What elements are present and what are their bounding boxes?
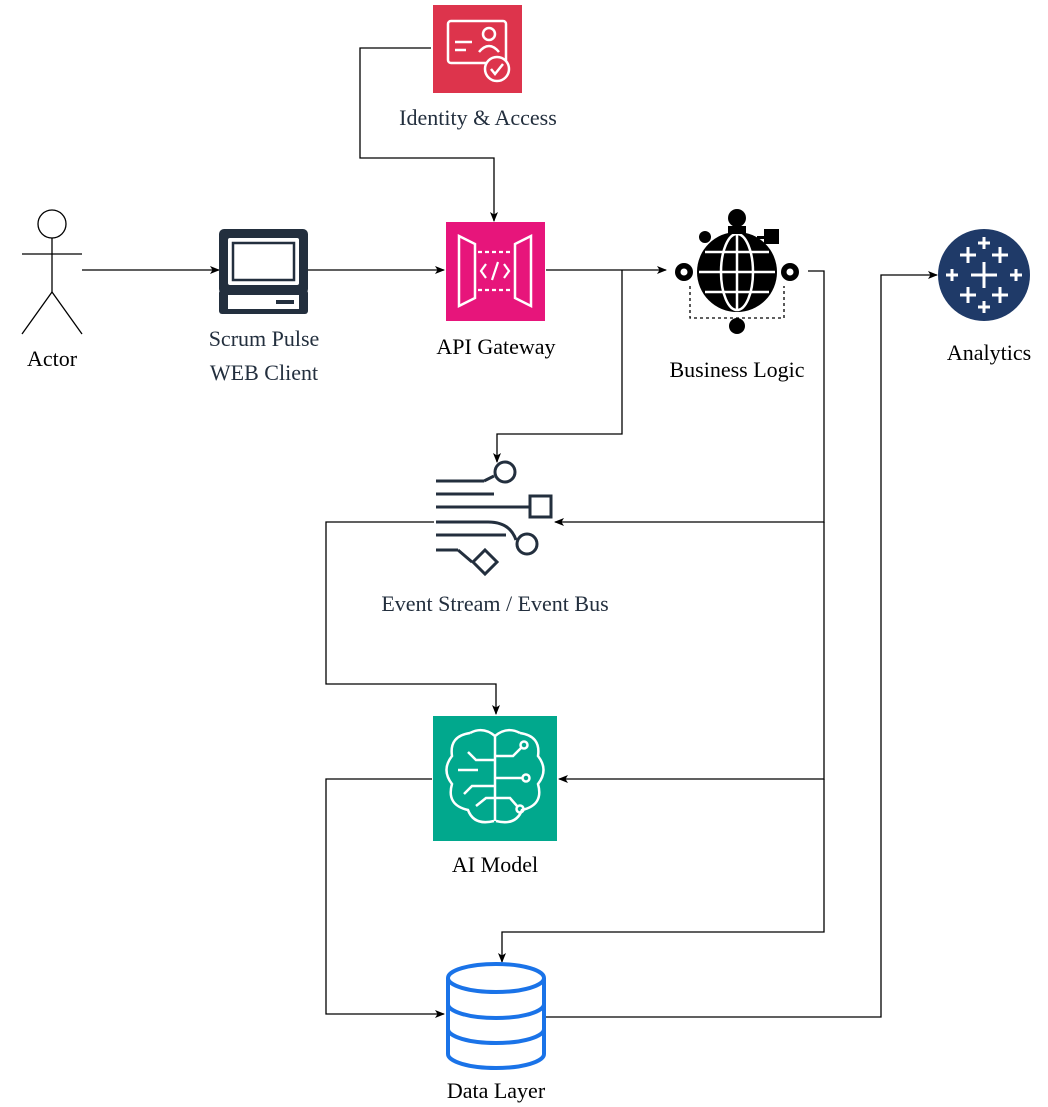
node-web-client[interactable]: Scrum Pulse WEB Client bbox=[209, 229, 320, 385]
node-analytics[interactable]: Analytics bbox=[938, 229, 1031, 365]
edge-event-stream-to-ai-model bbox=[325, 521, 500, 715]
ai-model-label: AI Model bbox=[452, 852, 538, 877]
event-stream-icon bbox=[436, 460, 553, 577]
node-ai-model[interactable]: AI Model bbox=[433, 716, 557, 877]
actor-stick-figure-icon bbox=[21, 209, 83, 335]
globe-network-icon bbox=[675, 209, 799, 334]
web-client-label-line1: Scrum Pulse bbox=[209, 326, 320, 351]
edge-business-logic-to-ai-model bbox=[558, 522, 825, 783]
node-identity[interactable]: Identity & Access bbox=[399, 5, 557, 130]
node-api-gateway[interactable]: API Gateway bbox=[436, 222, 556, 359]
node-business-logic[interactable]: Business Logic bbox=[669, 209, 805, 382]
api-gateway-label: API Gateway bbox=[436, 334, 555, 359]
node-data-layer[interactable]: Data Layer bbox=[446, 962, 546, 1103]
api-gateway-icon bbox=[446, 222, 545, 321]
edge-api-gateway-to-event-stream bbox=[493, 270, 623, 463]
event-stream-label: Event Stream / Event Bus bbox=[381, 591, 608, 616]
identity-label: Identity & Access bbox=[399, 105, 557, 130]
identity-card-check-icon bbox=[433, 5, 522, 93]
edge-business-logic-to-event-stream bbox=[554, 270, 825, 526]
actor-label: Actor bbox=[27, 346, 78, 371]
data-layer-label: Data Layer bbox=[447, 1078, 546, 1103]
brain-circuit-icon bbox=[433, 716, 557, 841]
analytics-label: Analytics bbox=[947, 340, 1031, 365]
node-actor[interactable]: Actor bbox=[21, 209, 83, 371]
web-client-label-line2: WEB Client bbox=[210, 360, 318, 385]
desktop-computer-icon bbox=[219, 229, 308, 314]
edge-identity-to-api-gateway bbox=[359, 47, 498, 222]
edge-data-layer-to-analytics bbox=[546, 271, 938, 1018]
edge-business-logic-to-data-layer bbox=[498, 779, 825, 963]
edge-ai-model-to-data-layer bbox=[325, 778, 445, 1018]
node-event-stream[interactable]: Event Stream / Event Bus bbox=[381, 460, 609, 616]
business-logic-label: Business Logic bbox=[669, 357, 804, 382]
database-cylinder-icon bbox=[446, 962, 546, 1070]
analytics-crosses-icon bbox=[938, 229, 1030, 321]
edges bbox=[82, 47, 938, 1018]
